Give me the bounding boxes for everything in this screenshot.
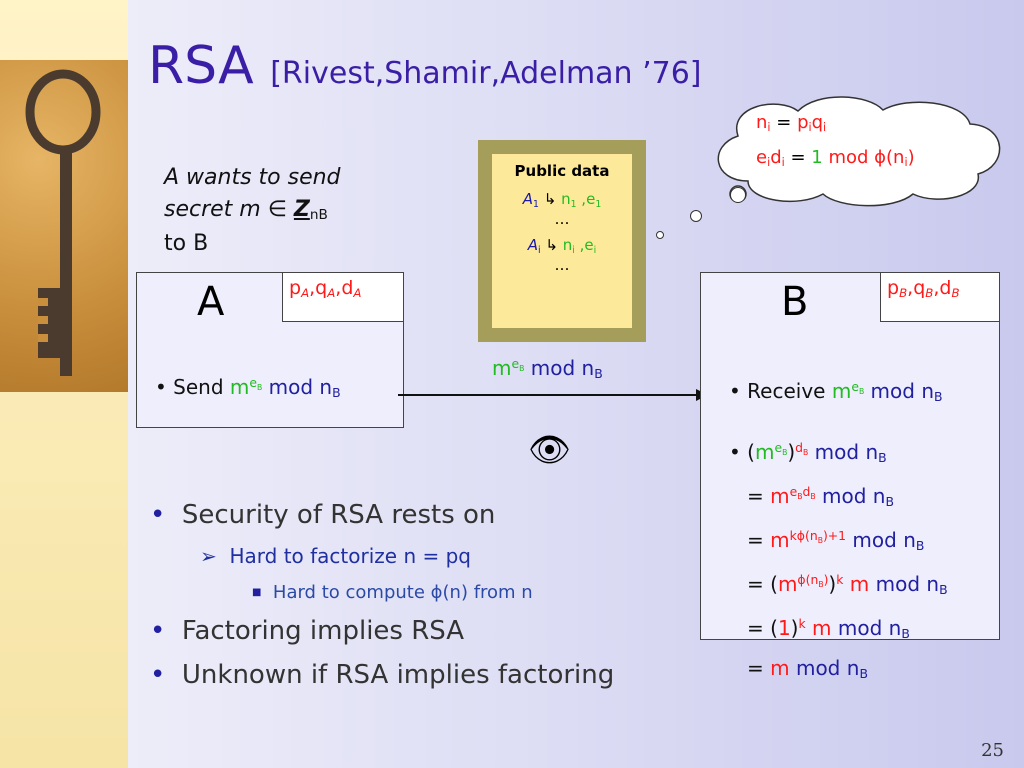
decrypt-line-3: = mkϕ(nB)+1 mod nB — [747, 528, 925, 553]
thought-bubble-1 — [730, 187, 746, 203]
public-ellipsis-1: … — [554, 210, 570, 228]
party-a-box: A pA,qA,dA • Send meB mod nB — [136, 272, 404, 428]
eavesdropper-eye-icon: 👁 — [528, 430, 572, 470]
transfer-arrow — [398, 389, 708, 401]
public-data-title: Public data — [514, 162, 610, 180]
cloud-text: ni = piqi eidi = 1 mod ϕ(ni) — [756, 108, 915, 178]
intro-text: A wants to send secret m ∈ ZnB to B — [164, 162, 341, 257]
key-icon — [25, 69, 101, 376]
intro-line1: A wants to send — [164, 165, 341, 190]
maps-to-icon: ↳ — [545, 236, 558, 254]
maps-to-icon: ↳ — [543, 190, 557, 208]
title-main: RSA — [148, 36, 254, 96]
public-data-board: Public data A1 ↳ n1 ,e1 … Ai ↳ ni ,ei … — [478, 140, 646, 342]
set-z: Z — [293, 197, 310, 222]
cloud-line2: eidi = 1 mod ϕ(ni) — [756, 147, 915, 169]
decrypt-line-1: • (meB)dB mod nB — [729, 440, 887, 465]
party-b-receive-step: • Receive meB mod nB — [729, 379, 943, 404]
bullet-security: • Security of RSA rests on — [150, 500, 496, 530]
public-entry-i: Ai ↳ ni ,ei — [527, 236, 597, 256]
decrypt-line-6: = m mod nB — [747, 656, 868, 681]
title-attribution: [Rivest,Shamir,Adelman ’76] — [270, 56, 702, 91]
party-a-keys: pA,qA,dA — [282, 272, 404, 322]
intro-line3: to B — [164, 231, 209, 256]
square-bullet-icon: ■ — [252, 587, 262, 598]
subbullet-factorize: ➢ Hard to factorize n = pq — [200, 544, 471, 568]
party-b-keys: pB,qB,dB — [880, 272, 1000, 322]
party-b-label: B — [781, 279, 809, 325]
public-entry-1: A1 ↳ n1 ,e1 — [522, 190, 602, 210]
party-a-send-step: • Send meB mod nB — [155, 375, 341, 400]
cloud-line1: ni = piqi — [756, 112, 827, 134]
transfer-label: meB mod nB — [492, 356, 603, 381]
slide-title: RSA [Rivest,Shamir,Adelman ’76] — [148, 36, 702, 96]
decrypt-line-4: = (mϕ(nB))k m mod nB — [747, 572, 948, 597]
key-image — [0, 60, 128, 392]
party-a-label: A — [197, 279, 225, 325]
party-b-box: B pB,qB,dB • Receive meB mod nB • (meB)d… — [700, 272, 1000, 681]
chevron-right-icon: ➢ — [200, 544, 217, 568]
subsub-compute-phi: ■ Hard to compute ϕ(n) from n — [252, 582, 533, 603]
intro-line2: secret m ∈ ZnB — [164, 197, 328, 223]
thought-bubble-3 — [656, 231, 664, 239]
bullet-unknown: • Unknown if RSA implies factoring — [150, 660, 615, 690]
public-data-panel: Public data A1 ↳ n1 ,e1 … Ai ↳ ni ,ei … — [492, 154, 632, 328]
decrypt-line-5: = (1)k m mod nB — [747, 616, 910, 641]
page-number: 25 — [981, 740, 1004, 761]
party-b-decryption: • (meB)dB mod nB = meBdB mod nB = mkϕ(nB… — [729, 431, 948, 691]
thought-bubble-2 — [690, 210, 702, 222]
public-ellipsis-2: … — [554, 256, 570, 274]
decrypt-line-2: = meBdB mod nB — [747, 484, 894, 509]
bullet-factoring-implies: • Factoring implies RSA — [150, 616, 465, 646]
